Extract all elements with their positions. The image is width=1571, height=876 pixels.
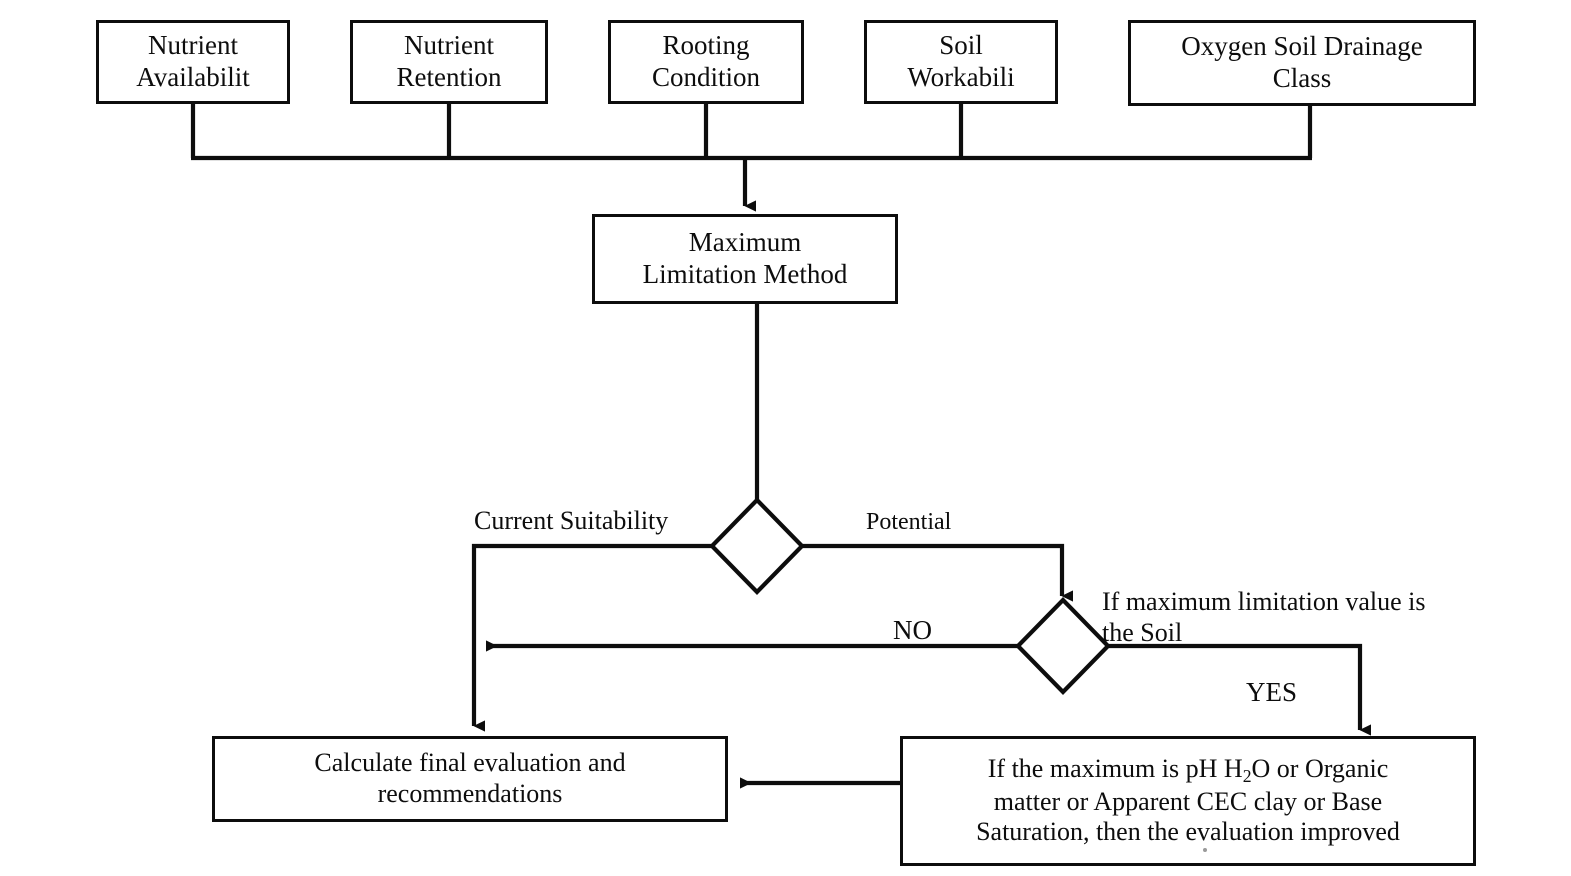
node-rooting-condition-label: Rooting Condition <box>651 30 760 92</box>
node-calculate-final-evaluation[interactable]: Calculate final evaluation and recommend… <box>212 736 728 822</box>
improved-line1-pre: If the maximum is pH H <box>987 753 1243 783</box>
yes-path <box>1108 643 1371 736</box>
improved-line1-subscript: 2 <box>1242 765 1252 786</box>
edge-label-potential: Potential <box>866 509 952 535</box>
decision-soil-limitation-check <box>1015 596 1111 696</box>
node-oxygen-soil-drainage-class[interactable]: Oxygen Soil Drainage Class <box>1128 20 1476 106</box>
edge-label-current-suitability: Current Suitability <box>474 506 669 535</box>
node-soil-workability-label: Soil Workabili <box>907 30 1015 92</box>
edge-label-no: NO <box>893 615 932 645</box>
node-calculate-final-evaluation-label: Calculate final evaluation and recommend… <box>314 748 626 808</box>
improved-line2: matter or Apparent CEC clay or Base <box>993 786 1383 816</box>
edge-label-yes: YES <box>1246 677 1298 707</box>
node-nutrient-retention[interactable]: Nutrient Retention <box>350 20 548 104</box>
node-maximum-limitation-method[interactable]: Maximum Limitation Method <box>592 214 898 304</box>
potential-path <box>802 543 1073 602</box>
improved-line3: Saturation, then the evaluation improved <box>976 817 1400 847</box>
node-nutrient-availability-label: Nutrient Availabilit <box>136 30 250 92</box>
node-maximum-limitation-method-label: Maximum Limitation Method <box>642 227 848 289</box>
improved-line1-post: O or Organic <box>1251 753 1389 783</box>
edge-label-if-maximum-limitation-value: If maximum limitation value is the Soil <box>1102 587 1426 648</box>
node-nutrient-availability[interactable]: Nutrient Availabilit <box>96 20 290 104</box>
node-nutrient-retention-label: Nutrient Retention <box>396 30 502 92</box>
node-soil-workability[interactable]: Soil Workabili <box>864 20 1058 104</box>
current-suitability-path <box>471 543 712 732</box>
node-rooting-condition[interactable]: Rooting Condition <box>608 20 804 104</box>
decision-suitability-branch <box>709 496 805 596</box>
node-oxygen-soil-drainage-class-label: Oxygen Soil Drainage Class <box>1181 31 1423 93</box>
scan-artifact-speck <box>1203 848 1207 852</box>
